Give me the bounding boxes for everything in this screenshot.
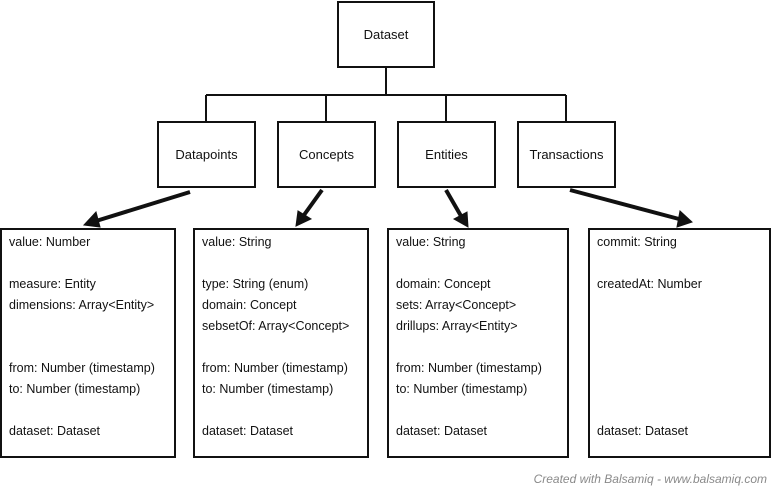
field-line: dataset: Dataset (9, 424, 101, 438)
field-line (202, 253, 367, 274)
field-line: domain: Concept (202, 298, 297, 312)
field-line (597, 337, 769, 358)
field-line: commit: String (597, 235, 677, 249)
dataset-root-label: Dataset (363, 27, 409, 42)
field-line: dimensions: Array<Entity> (9, 298, 155, 312)
entities-fields-box: value: String domain: Concept sets: Arra… (387, 228, 569, 458)
field-line: drillups: Array<Entity> (396, 319, 518, 333)
datapoints-arrow (82, 190, 191, 228)
dataset-root-node: Dataset (337, 1, 435, 68)
concepts-node: Concepts (277, 121, 376, 188)
field-line (396, 253, 567, 274)
field-line (396, 337, 567, 358)
field-line: to: Number (timestamp) (9, 382, 141, 396)
field-line: createdAt: Number (597, 277, 702, 291)
concepts-arrow (295, 188, 324, 227)
field-line: from: Number (timestamp) (9, 361, 155, 375)
entities-node: Entities (397, 121, 496, 188)
field-line: dataset: Dataset (396, 424, 488, 438)
field-line (597, 253, 769, 274)
field-line: value: String (202, 235, 272, 249)
entities-arrow (444, 189, 469, 228)
entities-node-label: Entities (425, 147, 468, 162)
field-line (396, 400, 567, 421)
field-line (9, 253, 174, 274)
field-line (9, 337, 174, 358)
field-line (202, 337, 367, 358)
detail-arrows (82, 188, 693, 228)
field-line: measure: Entity (9, 277, 96, 291)
concepts-fields-box: value: String type: String (enum) domain… (193, 228, 369, 458)
concepts-node-label: Concepts (299, 147, 354, 162)
field-line: to: Number (timestamp) (396, 382, 528, 396)
field-line (597, 316, 769, 337)
field-line: sets: Array<Concept> (396, 298, 517, 312)
field-line (597, 400, 769, 421)
field-line: dataset: Dataset (597, 424, 689, 438)
transactions-node-label: Transactions (529, 147, 604, 162)
field-line (597, 295, 769, 316)
field-line: from: Number (timestamp) (202, 361, 348, 375)
datapoints-fields-box: value: Number measure: Entity dimensions… (0, 228, 176, 458)
field-line: to: Number (timestamp) (202, 382, 334, 396)
field-line: sebsetOf: Array<Concept> (202, 319, 350, 333)
field-line (9, 316, 174, 337)
datapoints-node: Datapoints (157, 121, 256, 188)
field-line: value: String (396, 235, 466, 249)
transactions-node: Transactions (517, 121, 616, 188)
transactions-fields-box: commit: String createdAt: Number dataset… (588, 228, 771, 458)
transactions-arrow (569, 188, 693, 228)
datapoints-node-label: Datapoints (175, 147, 238, 162)
field-line: dataset: Dataset (202, 424, 294, 438)
field-line (202, 400, 367, 421)
balsamiq-credit-footer: Created with Balsamiq - www.balsamiq.com (533, 472, 767, 486)
field-line: type: String (enum) (202, 277, 309, 291)
field-line (597, 358, 769, 379)
field-line (597, 379, 769, 400)
field-line (9, 400, 174, 421)
tree-connectors (205, 68, 567, 121)
field-line: domain: Concept (396, 277, 491, 291)
field-line: from: Number (timestamp) (396, 361, 542, 375)
field-line: value: Number (9, 235, 91, 249)
